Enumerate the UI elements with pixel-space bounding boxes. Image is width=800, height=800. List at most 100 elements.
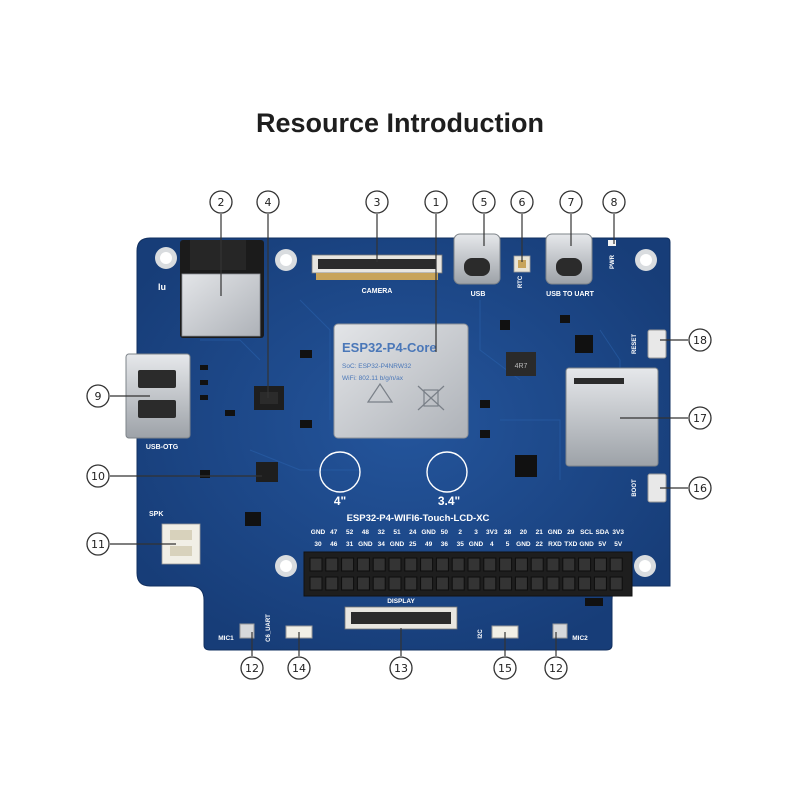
callout-label: 18	[693, 334, 707, 347]
pin-label: GND	[579, 541, 594, 548]
callout-circle	[86, 384, 110, 408]
callout-label: 2	[218, 196, 225, 209]
usb-otg-port	[125, 353, 191, 439]
callout-label: 9	[95, 390, 102, 403]
callout-label: 13	[394, 662, 408, 675]
inductor-mark: 4R7	[515, 363, 528, 370]
callout-label: 17	[693, 412, 707, 425]
pcb-traces	[200, 299, 621, 480]
header-pin	[451, 557, 465, 572]
pin-label: 3V3	[486, 529, 498, 536]
pin-label: 5V	[614, 541, 623, 548]
header-pin	[451, 576, 465, 591]
header-pin	[435, 557, 449, 572]
callout-circle	[688, 476, 712, 500]
callout-label: 11	[91, 538, 105, 551]
pin-label: GND	[469, 541, 484, 548]
camera-connector	[311, 254, 443, 280]
pin-label: 20	[520, 529, 528, 536]
header-pin	[356, 557, 370, 572]
smd-components	[200, 315, 603, 606]
header-pin	[562, 576, 576, 591]
pin-label: 3	[474, 529, 478, 536]
header-pin	[372, 576, 386, 591]
header-pin	[609, 576, 623, 591]
callout-circle	[493, 656, 517, 680]
pin-label: 49	[425, 541, 433, 548]
mic1	[239, 623, 255, 639]
callout-circle	[602, 190, 626, 214]
header-pin	[388, 557, 402, 572]
header-pin	[309, 557, 323, 572]
callout-label: 12	[245, 662, 259, 675]
callout-circle	[287, 656, 311, 680]
callout-circle	[256, 190, 280, 214]
mounting-holes	[155, 247, 657, 577]
pin-label: 3V3	[612, 529, 624, 536]
pin-label: 29	[567, 529, 575, 536]
header-pin	[578, 576, 592, 591]
pin-label: 48	[362, 529, 370, 536]
display-silk: DISPLAY	[387, 598, 415, 605]
weee-bin-icon	[417, 385, 445, 411]
header-pin	[309, 576, 323, 591]
esd-warning-icon	[366, 382, 394, 403]
callout-circle	[389, 656, 413, 680]
board-name: ESP32-P4-WIFI6-Touch-LCD-XC	[347, 513, 490, 524]
header-pin	[530, 557, 544, 572]
callout-circle	[365, 190, 389, 214]
mic2	[552, 623, 568, 639]
header-pin	[467, 576, 481, 591]
pin-label: GND	[516, 541, 531, 548]
callout-circle	[86, 532, 110, 556]
page-title: Resource Introduction	[255, 108, 545, 138]
header-pin	[593, 576, 607, 591]
pin-label: 36	[441, 541, 449, 548]
rtc-silk: RTC	[518, 275, 524, 288]
reset-button	[647, 329, 667, 359]
pin-label: 28	[504, 529, 512, 536]
header-pin	[435, 576, 449, 591]
pin-label: 52	[346, 529, 354, 536]
pin-label: SDA	[596, 529, 610, 536]
boot-silk: BOOT	[632, 479, 638, 497]
pin-label: 47	[330, 529, 338, 536]
header-pin	[372, 557, 386, 572]
pin-label: SCL	[580, 529, 593, 536]
mic2-silk: MIC2	[572, 635, 588, 642]
pwr-silk: PWR	[610, 254, 616, 269]
header-pin	[341, 576, 355, 591]
pin-label: 25	[409, 541, 417, 548]
callout-label: 1	[433, 196, 440, 209]
camera-silk: CAMERA	[362, 288, 393, 295]
callout-label: 14	[292, 662, 306, 675]
usb-silk: USB	[471, 291, 486, 298]
callout-label: 12	[549, 662, 563, 675]
header-pin	[514, 576, 528, 591]
callout-circle	[240, 656, 264, 680]
header-pin	[546, 557, 560, 572]
audio-codec-chip	[254, 386, 284, 410]
usb-to-uart-port	[545, 233, 593, 285]
callout-label: 16	[693, 482, 707, 495]
pin-label: 30	[314, 541, 322, 548]
header-pin	[499, 557, 513, 572]
pin-label: 21	[536, 529, 544, 536]
wifi-module	[180, 240, 264, 338]
inductor	[506, 352, 536, 376]
callout-circle	[559, 190, 583, 214]
pin-label: 5V	[598, 541, 607, 548]
header-pin	[341, 557, 355, 572]
pin-label: 50	[441, 529, 449, 536]
mic1-silk: MIC1	[218, 635, 234, 642]
display-connector	[344, 606, 458, 630]
pin-label: GND	[358, 541, 373, 548]
pin-label: 24	[409, 529, 417, 536]
header-pin	[420, 557, 434, 572]
usb-to-uart-silk: USB TO UART	[546, 291, 594, 298]
header-pin	[404, 557, 418, 572]
pwr-led	[608, 240, 616, 246]
header-pin	[325, 557, 339, 572]
